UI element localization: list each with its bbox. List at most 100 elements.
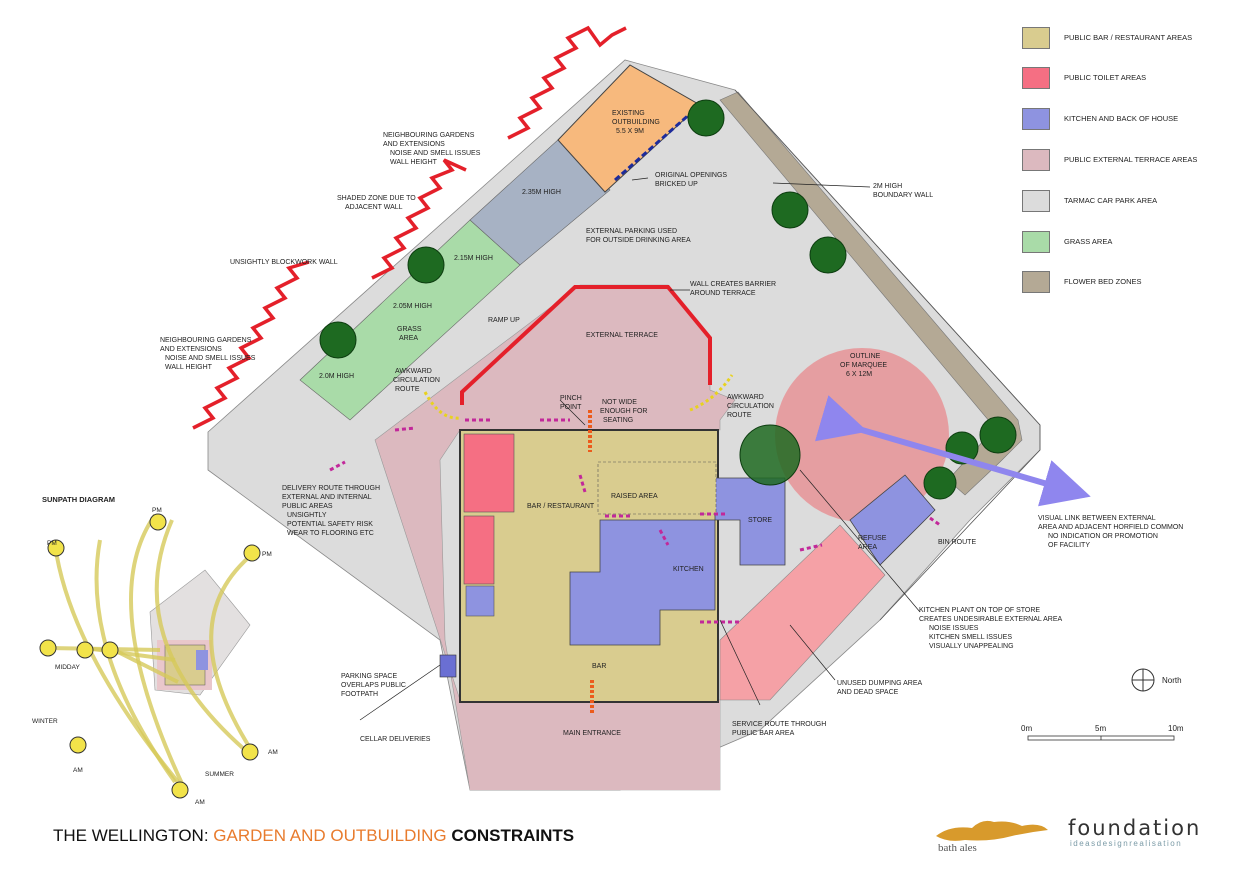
external-parking-1: EXTERNAL PARKING USED	[586, 228, 677, 235]
refuse-1: REFUSE	[858, 535, 887, 542]
unused-dumping-1: UNUSED DUMPING AREA	[837, 680, 923, 687]
delivery-5: POTENTIAL SAFETY RISK	[287, 521, 373, 528]
boundary-zigzag-left	[192, 260, 310, 430]
kitchen-plant-4: KITCHEN SMELL ISSUES	[929, 634, 1012, 641]
legend-label-grass: GRASS AREA	[1064, 237, 1113, 246]
legend-swatch-bar	[1022, 27, 1050, 49]
neighbouring-top-4: WALL HEIGHT	[390, 159, 438, 166]
external-terrace-label: EXTERNAL TERRACE	[586, 332, 658, 339]
legend-label-toilet: PUBLIC TOILET AREAS	[1064, 73, 1147, 82]
scale-mid: 5m	[1095, 724, 1106, 733]
raised-area	[597, 461, 717, 515]
not-wide-3: SEATING	[603, 417, 633, 424]
kitchen-plant-5: VISUALLY UNAPPEALING	[929, 643, 1014, 650]
awkward-right-3: ROUTE	[727, 412, 752, 419]
openings-1: ORIGINAL OPENINGS	[655, 172, 727, 179]
delivery-3: PUBLIC AREAS	[282, 503, 333, 510]
shaded-zone-2: ADJACENT WALL	[345, 204, 403, 211]
foundation-tagline: ideasdesignrealisation	[1070, 839, 1183, 848]
neighbouring-top-1: NEIGHBOURING GARDENS	[383, 132, 475, 139]
kitchen-plant-3: NOISE ISSUES	[929, 625, 979, 632]
visual-link-arrow	[814, 395, 1091, 507]
not-wide-2: ENOUGH FOR	[600, 408, 647, 415]
wall-barrier-2: AROUND TERRACE	[690, 290, 756, 297]
kitchen-label: KITCHEN	[673, 566, 704, 573]
scale-bar: 0m 5m 10m	[1021, 724, 1184, 741]
sun-pm-1: PM	[152, 507, 162, 514]
foundation-logo: foundation	[1068, 816, 1202, 840]
toilets-top	[463, 433, 515, 513]
service-route-2: PUBLIC BAR AREA	[732, 730, 795, 737]
legend-label-bar: PUBLIC BAR / RESTAURANT AREAS	[1064, 33, 1193, 42]
store-label: STORE	[748, 517, 772, 524]
awkward-left-2: CIRCULATION	[393, 377, 440, 384]
kitchen-plant-2: CREATES UNDESIRABLE EXTERNAL AREA	[919, 616, 1062, 623]
height-20: 2.0M HIGH	[319, 373, 354, 380]
visual-link-1: VISUAL LINK BETWEEN EXTERNAL	[1038, 515, 1156, 522]
service-route-1: SERVICE ROUTE THROUGH	[732, 721, 826, 728]
cellar-hatch	[439, 654, 457, 678]
leader-lines	[359, 177, 921, 721]
main-entrance: MAIN ENTRANCE	[563, 730, 621, 737]
pinch-1: PINCH	[560, 395, 582, 402]
not-wide-1: NOT WIDE	[602, 399, 637, 406]
neighbouring-top-2: AND EXTENSIONS	[383, 141, 445, 148]
unused-dumping-2: AND DEAD SPACE	[837, 689, 899, 696]
boundary-zigzag-mid	[371, 158, 467, 280]
kitchen-plant-1: KITCHEN PLANT ON TOP OF STORE	[919, 607, 1040, 614]
boundary-zigzag-top	[507, 25, 627, 140]
title-part-3: CONSTRAINTS	[451, 826, 575, 845]
height-215: 2.15M HIGH	[454, 255, 493, 262]
bricked-openings	[614, 103, 701, 182]
parking-space-1: PARKING SPACE	[341, 673, 397, 680]
kitchen-zone	[569, 519, 716, 646]
visual-link-4: OF FACILITY	[1048, 542, 1090, 549]
sun-midday: MIDDAY	[55, 664, 80, 671]
title-part-2: GARDEN AND OUTBUILDING	[213, 826, 447, 845]
terrace-wall	[460, 285, 712, 405]
hare-logo	[936, 820, 1048, 841]
wall-barrier-1: WALL CREATES BARRIER	[690, 281, 776, 288]
back-lobby	[465, 585, 495, 617]
outbuilding-3: 5.5 X 9M	[616, 128, 644, 135]
awkward-left-3: ROUTE	[395, 386, 420, 393]
legend-label-tarmac: TARMAC CAR PARK AREA	[1064, 196, 1158, 205]
delivery-1: DELIVERY ROUTE THROUGH	[282, 485, 380, 492]
unsightly-wall: UNSIGHTLY BLOCKWORK WALL	[230, 259, 338, 266]
boundary-wall-1: 2M HIGH	[873, 183, 902, 190]
delivery-4: UNSIGHTLY	[287, 512, 327, 519]
legend-swatch-flowerbed	[1022, 271, 1050, 293]
openings-2: BRICKED UP	[655, 181, 698, 188]
external-parking-2: FOR OUTSIDE DRINKING AREA	[586, 237, 691, 244]
legend-label-flowerbed: FLOWER BED ZONES	[1064, 277, 1142, 286]
height-235: 2.35M HIGH	[522, 189, 561, 196]
legend-swatch-terrace	[1022, 149, 1050, 171]
toilets-mid	[463, 515, 495, 585]
title-part-1: THE WELLINGTON:	[53, 826, 209, 845]
bar-restaurant-label: BAR / RESTAURANT	[527, 503, 595, 510]
height-205: 2.05M HIGH	[393, 303, 432, 310]
sun-pm-3: PM	[262, 551, 272, 558]
north-label: North	[1162, 676, 1182, 685]
sun-pm-2: PM	[47, 540, 57, 547]
raised-area-label: RAISED AREA	[611, 493, 658, 500]
parking-space-2: OVERLAPS PUBLIC	[341, 682, 406, 689]
refuse-2: AREA	[858, 544, 877, 551]
awkward-right-1: AWKWARD	[727, 394, 764, 401]
drawing-title: THE WELLINGTON: GARDEN AND OUTBUILDING C…	[53, 826, 574, 846]
pinch-point-arrow	[588, 410, 594, 715]
sunpath-diagram: SUNPATH DIAGRAM PM PM PM	[32, 495, 278, 806]
shaded-strip	[469, 137, 611, 266]
marquee-1: OUTLINE	[850, 353, 881, 360]
sun-am-1: AM	[73, 767, 83, 774]
legend-swatch-kitchen	[1022, 108, 1050, 130]
visual-link-3: NO INDICATION OR PROMOTION	[1048, 533, 1158, 540]
boundary-wall-2: BOUNDARY WALL	[873, 192, 933, 199]
neighbouring-left-1: NEIGHBOURING GARDENS	[160, 337, 252, 344]
sun-winter: WINTER	[32, 718, 58, 725]
marquee-2: OF MARQUEE	[840, 362, 887, 369]
bar-label: BAR	[592, 663, 606, 670]
ramp-up: RAMP UP	[488, 317, 520, 324]
